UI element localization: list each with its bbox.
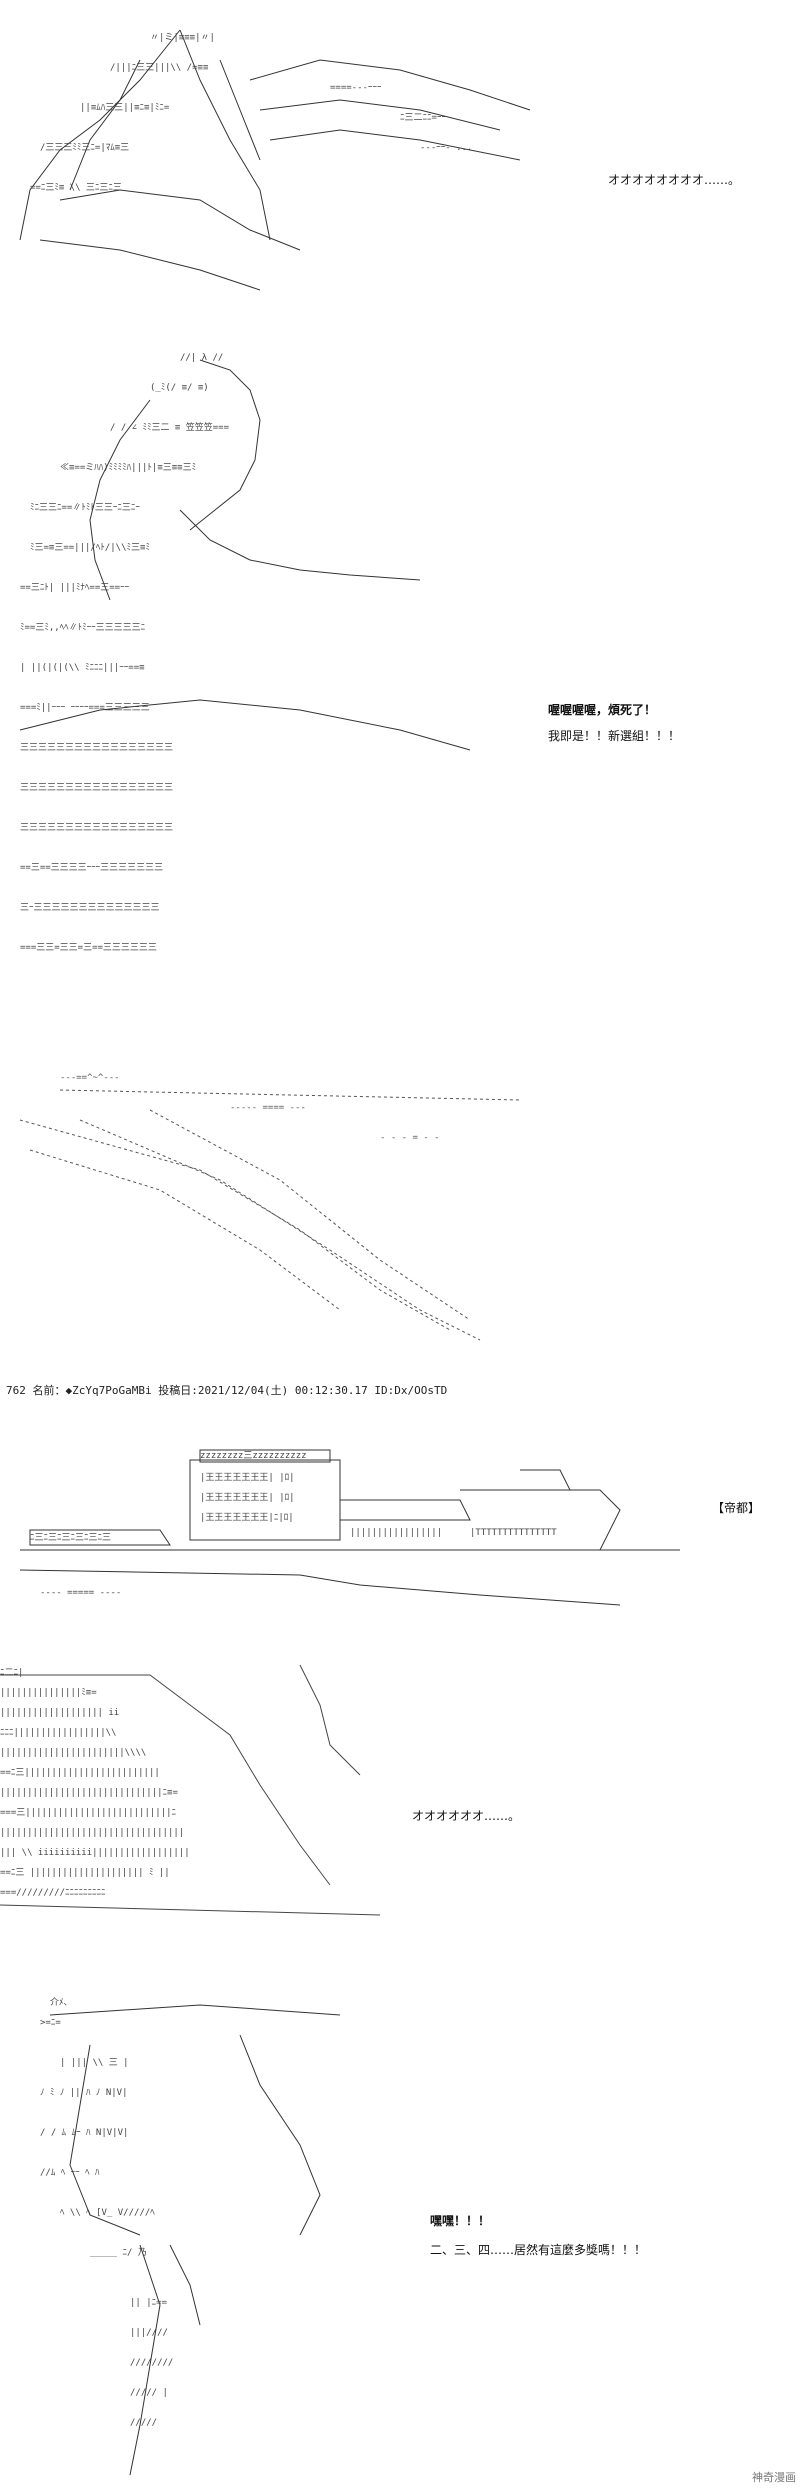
svg-text:||≡ﾑﾊ三三||≡ﾆ≡|ﾐﾆ=: ||≡ﾑﾊ三三||≡ﾆ≡|ﾐﾆ= bbox=[80, 103, 170, 113]
panel-3: ---==^~^--- ----- ==== --- - - - = - - bbox=[0, 1060, 800, 1350]
speech-text-shout: 喔喔喔喔，煩死了！ bbox=[548, 703, 657, 717]
svg-text:|王王王王王王王| |ﾛ|: |王王王王王王王| |ﾛ| bbox=[200, 1472, 295, 1483]
svg-text:==ﾆ三 ||||||||||||||||||||| ﾐ |: ==ﾆ三 ||||||||||||||||||||| ﾐ || bbox=[0, 1868, 170, 1878]
svg-text:三三三三三三三三三三三三三三三三三: 三三三三三三三三三三三三三三三三三 bbox=[20, 823, 173, 833]
svg-text:==ﾆ三|||||||||||||||||||||||||: ==ﾆ三||||||||||||||||||||||||| bbox=[0, 1768, 160, 1778]
svg-text:| ||| \\ 三 |: | ||| \\ 三 | bbox=[60, 2058, 129, 2068]
svg-text:==三==三三三三ｰｰｰ三三三三三三三: ==三==三三三三ｰｰｰ三三三三三三三 bbox=[20, 863, 163, 873]
svg-text:| ||(|(|(\\ ﾐﾆﾆﾆ|||ｰｰ==≡: | ||(|(|(\\ ﾐﾆﾆﾆ|||ｰｰ==≡ bbox=[20, 663, 145, 673]
svg-text:|||||||||||||||||||||||\\\\: |||||||||||||||||||||||\\\\ bbox=[0, 1748, 146, 1758]
speech-text-location: 【帝都】 bbox=[712, 1501, 761, 1515]
svg-text:/ / ∠ ﾐﾐ三二 ≡ 笠笠笠===: / / ∠ ﾐﾐ三二 ≡ 笠笠笠=== bbox=[110, 421, 230, 433]
svg-text:介ﾒ、: 介ﾒ、 bbox=[50, 1997, 73, 2008]
speech-text: 我即是！！新選組！！！ bbox=[548, 729, 681, 743]
svg-text:////////: //////// bbox=[130, 2358, 173, 2368]
svg-text:||||||||||||||||||||||||||||||: |||||||||||||||||||||||||||||||||| bbox=[0, 1828, 184, 1838]
speech-text: オオオオオオオオ……。 bbox=[608, 173, 741, 187]
svg-text:zzzzzzzz三zzzzzzzzzz: zzzzzzzz三zzzzzzzzzz bbox=[200, 1451, 307, 1461]
svg-text:====---ｰｰｰ: ====---ｰｰｰ bbox=[330, 83, 382, 93]
speech-text: 二、三、四……居然有這麼多獎嗎！！！ bbox=[430, 2243, 647, 2257]
ascii-art-streaks: ---==^~^--- ----- ==== --- - - - = - - bbox=[0, 1060, 560, 1350]
svg-text:_____ ﾆ/ 乃: _____ ﾆ/ 乃 bbox=[90, 2247, 147, 2258]
svg-text:|||||||||||||||||: ||||||||||||||||| bbox=[350, 1528, 442, 1538]
svg-text:|王王王王王王王| |ﾛ|: |王王王王王王王| |ﾛ| bbox=[200, 1492, 295, 1503]
svg-text:|||////: |||//// bbox=[130, 2328, 168, 2338]
svg-text:||||||||||||||||||| ii: ||||||||||||||||||| ii bbox=[0, 1708, 119, 1718]
svg-text:/|||ﾆ三三|||\\ /=≡≡: /|||ﾆ三三|||\\ /=≡≡ bbox=[110, 63, 209, 73]
svg-text:===三||||||||||||||||||||||||||: ===三|||||||||||||||||||||||||||ﾆ bbox=[0, 1808, 177, 1818]
svg-text:===ﾐ||ｰｰｰ ｰｰｰｰ===三三三三三: ===ﾐ||ｰｰｰ ｰｰｰｰ===三三三三三 bbox=[20, 703, 150, 713]
svg-text:||| \\ iiiiiiiiii|||||||||||||: ||| \\ iiiiiiiiii|||||||||||||||||| bbox=[0, 1848, 190, 1858]
panel-4: zzzzzzzz三zzzzzzzzzz |王王王王王王王| |ﾛ| |王王王王王… bbox=[0, 1410, 800, 1630]
ascii-art-capital-city: zzzzzzzz三zzzzzzzzzz |王王王王王王王| |ﾛ| |王王王王王… bbox=[0, 1410, 700, 1630]
svg-text:ﾆﾆﾆ|||||||||||||||||\\: ﾆﾆﾆ|||||||||||||||||\\ bbox=[0, 1728, 116, 1738]
svg-text://///: ///// bbox=[130, 2418, 157, 2428]
panel-5: ﾆ二ﾆ| |||||||||||||||ﾐ≡= ||||||||||||||||… bbox=[0, 1645, 800, 1935]
svg-text:===三三=三三=三==三三三三三三: ===三三=三三=三==三三三三三三 bbox=[20, 943, 157, 953]
watermark: 神奇漫画 bbox=[752, 2471, 796, 2484]
svg-text:///// |: ///// | bbox=[130, 2388, 168, 2398]
svg-text:ﾐ==三ﾐ,,ﾍﾍ∥ﾄﾐｰｰ三三三三三ﾆ: ﾐ==三ﾐ,,ﾍﾍ∥ﾄﾐｰｰ三三三三三ﾆ bbox=[20, 623, 146, 633]
svg-text:ﾉ ﾐ ﾉ || ﾊ ﾉ N|V|: ﾉ ﾐ ﾉ || ﾊ ﾉ N|V| bbox=[40, 2088, 128, 2098]
svg-text:三三三三三三三三三三三三三三三三三: 三三三三三三三三三三三三三三三三三 bbox=[20, 783, 173, 793]
svg-text:/三三三ﾐﾐ三ﾆ=|ﾏﾑ≡三: /三三三ﾐﾐ三ﾆ=|ﾏﾑ≡三 bbox=[40, 143, 129, 153]
svg-text:==三ﾆﾄ| |||ﾐﾅﾍ==三==ｰｰ: ==三ﾆﾄ| |||ﾐﾅﾍ==三==ｰｰ bbox=[20, 582, 130, 593]
svg-text:|||||||||||||||ﾐ≡=: |||||||||||||||ﾐ≡= bbox=[0, 1688, 97, 1698]
svg-text:ﾆ三二ﾆﾆ=ｰｰ: ﾆ三二ﾆﾆ=ｰｰ bbox=[400, 113, 446, 123]
svg-text:|王王王王王王王|ﾆ|ﾛ|: |王王王王王王王|ﾆ|ﾛ| bbox=[200, 1512, 294, 1523]
svg-text:==ﾆ三ﾐ≡ \\ 三ﾆ三ﾆ三: ==ﾆ三ﾐ≡ \\ 三ﾆ三ﾆ三 bbox=[30, 183, 122, 193]
speech-text: オオオオオオ……。 bbox=[412, 1809, 521, 1823]
panel-1: 〃|ミ|≡≡≡|〃| /|||ﾆ三三|||\\ /=≡≡ ||≡ﾑﾊ三三||≡ﾆ… bbox=[0, 0, 800, 320]
svg-text://ﾑ ﾍ ｰｰ ﾍ ﾊ: //ﾑ ﾍ ｰｰ ﾍ ﾊ bbox=[40, 2168, 100, 2178]
ascii-art-character: //| λ // (_ﾐ(/ ≡/ ≡) / / ∠ ﾐﾐ三二 ≡ 笠笠笠===… bbox=[0, 330, 500, 1020]
svg-text:---- ===== ----: ---- ===== ---- bbox=[40, 1588, 121, 1598]
panel-6: 介ﾒ、 >=ﾆ= | ||| \\ 三 | ﾉ ﾐ ﾉ || ﾊ ﾉ N|V| … bbox=[0, 1985, 800, 2485]
post-header: 762 名前：◆ZcYq7PoGaMBi 投稿日:2021/12/04(土) 0… bbox=[6, 1384, 448, 1397]
svg-text://| λ //: //| λ // bbox=[180, 353, 223, 363]
svg-text:>=ﾆ=: >=ﾆ= bbox=[40, 2018, 61, 2028]
svg-text:三三三三三三三三三三三三三三三三三: 三三三三三三三三三三三三三三三三三 bbox=[20, 743, 173, 753]
svg-text:|| |ﾆ==: || |ﾆ== bbox=[130, 2298, 168, 2308]
svg-text:- - - = - -: - - - = - - bbox=[380, 1133, 440, 1143]
svg-text:≪≡==ミﾊﾊ)ﾐﾐﾐﾐﾊ|||ﾄ|≡三≡≡三ﾐ: ≪≡==ミﾊﾊ)ﾐﾐﾐﾐﾊ|||ﾄ|≡三≡≡三ﾐ bbox=[60, 463, 196, 473]
svg-text:---ｰｰ- ...: ---ｰｰ- ... bbox=[420, 143, 472, 153]
svg-text:ﾆ二ﾆ|: ﾆ二ﾆ| bbox=[0, 1668, 23, 1678]
ascii-art-cheering-figure: 介ﾒ、 >=ﾆ= | ||| \\ 三 | ﾉ ﾐ ﾉ || ﾊ ﾉ N|V| … bbox=[0, 1985, 400, 2480]
panel-2: //| λ // (_ﾐ(/ ≡/ ≡) / / ∠ ﾐﾐ三二 ≡ 笠笠笠===… bbox=[0, 330, 800, 1020]
svg-text:===/////////ﾆﾆﾆﾆﾆﾆﾆﾆﾆ: ===/////////ﾆﾆﾆﾆﾆﾆﾆﾆﾆ bbox=[0, 1888, 106, 1898]
svg-text:||||||||||||||||||||||||||||||: ||||||||||||||||||||||||||||||ﾆ≡= bbox=[0, 1788, 178, 1798]
svg-text:ﾍ \\ ﾍ [V_ V/////ﾍ: ﾍ \\ ﾍ [V_ V/////ﾍ bbox=[60, 2208, 155, 2218]
svg-text:----- ==== ---: ----- ==== --- bbox=[230, 1103, 306, 1113]
svg-text:(_ﾐ(/ ≡/ ≡): (_ﾐ(/ ≡/ ≡) bbox=[150, 383, 209, 393]
svg-text:ﾐ三=≡三==|||/ﾍﾄ/|\\ﾐ三≡ﾐ: ﾐ三=≡三==|||/ﾍﾄ/|\\ﾐ三≡ﾐ bbox=[30, 543, 150, 553]
svg-text:ﾐﾆ三三ﾆ==∥ﾄﾐﾄ三三ｰﾆ三ﾆｰ: ﾐﾆ三三ﾆ==∥ﾄﾐﾄ三三ｰﾆ三ﾆｰ bbox=[30, 503, 140, 513]
svg-text:ﾆ三ﾆ三ﾆ三ﾆ三ﾆ三ﾆ三: ﾆ三ﾆ三ﾆ三ﾆ三ﾆ三ﾆ三 bbox=[30, 1533, 111, 1543]
svg-text:---==^~^---: ---==^~^--- bbox=[60, 1073, 120, 1083]
ascii-art-crowd: ﾆ二ﾆ| |||||||||||||||ﾐ≡= ||||||||||||||||… bbox=[0, 1645, 400, 1930]
svg-text:/ / ﾑ ﾑｰ ﾊ N|V|V|: / / ﾑ ﾑｰ ﾊ N|V|V| bbox=[40, 2128, 128, 2138]
speech-text-shout: 嘿嘿！！！ bbox=[430, 2214, 491, 2228]
ascii-art-battle: 〃|ミ|≡≡≡|〃| /|||ﾆ三三|||\\ /=≡≡ ||≡ﾑﾊ三三||≡ﾆ… bbox=[0, 0, 560, 310]
svg-text:三ｰ三三三三三三三三三三三三三三: 三ｰ三三三三三三三三三三三三三三 bbox=[20, 903, 160, 913]
svg-text:|TTTTTTTTTTTTTTT: |TTTTTTTTTTTTTTT bbox=[470, 1528, 557, 1538]
svg-text:〃|ミ|≡≡≡|〃|: 〃|ミ|≡≡≡|〃| bbox=[150, 33, 215, 43]
